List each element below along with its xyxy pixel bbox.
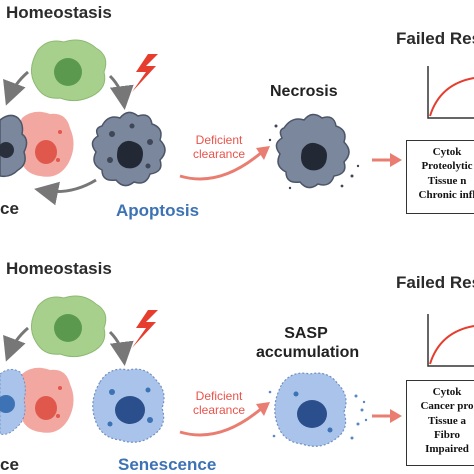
- outcome-line: accumulation: [256, 344, 360, 361]
- clearance-line: clearance: [192, 147, 246, 161]
- effects-box: Cytok Proteolytic Tissue n Chronic infl: [406, 140, 474, 214]
- sasp-accumulation-label: SASP accumulation: [256, 325, 360, 361]
- cycle-arrow-upper-left: [3, 70, 29, 106]
- apoptosis-label: Apoptosis: [116, 201, 200, 220]
- damage-bolt-icon: [132, 54, 158, 92]
- clearance-arrow-2: [179, 406, 263, 437]
- deficient-clearance-label: Deficient clearance: [186, 134, 252, 160]
- clearance-line: clearance: [192, 403, 246, 417]
- clearance-arrow: [179, 150, 263, 181]
- effect-item: Cytok: [432, 386, 462, 398]
- damage-bolt-icon-2: [132, 310, 158, 348]
- homeostasis-label-2: Homeostasis: [6, 259, 112, 278]
- top-panel: [0, 39, 474, 206]
- result-arrow-head: [390, 153, 402, 167]
- left-senescent-cell: [0, 368, 26, 435]
- healthy-cell: [31, 39, 107, 102]
- effect-item: Cytok: [432, 146, 462, 158]
- healthy-cell-2: [31, 295, 107, 358]
- apoptotic-cell: [91, 111, 166, 187]
- effect-item: Tissue a: [427, 414, 466, 427]
- clearance-line: Deficient: [195, 133, 243, 147]
- senescent-cell: [92, 368, 165, 443]
- clearance-arrow-head: [256, 146, 270, 160]
- effect-item: Impaired: [425, 443, 469, 456]
- damaged-cell-2: [16, 367, 74, 433]
- clearance-line: Deficient: [195, 389, 243, 403]
- left-apoptotic-cell: [0, 114, 28, 178]
- clearance-arrow-head-2: [256, 402, 270, 416]
- effect-item: Proteolytic: [421, 160, 473, 173]
- effect-item: Tissue n: [427, 174, 467, 187]
- cycle-arrow-bottom: [34, 178, 97, 206]
- deficient-clearance-label-2: Deficient clearance: [186, 390, 252, 416]
- failed-resolution-graph-2: [427, 314, 474, 367]
- effect-item: Cancer pro: [420, 400, 474, 413]
- failed-resolution-title: Failed Res: [396, 29, 474, 48]
- sasp-cell: [268, 372, 368, 447]
- cropped-state-label: ce: [0, 199, 19, 218]
- cycle-arrow-upper-right-2: [108, 330, 134, 366]
- bottom-panel: [0, 295, 474, 447]
- result-arrow-head-2: [390, 409, 402, 423]
- effect-item: Chronic infl: [418, 188, 474, 201]
- damaged-cell: [16, 111, 74, 177]
- homeostasis-label: Homeostasis: [6, 3, 112, 22]
- failed-resolution-title-2: Failed Res: [396, 273, 474, 292]
- senescence-label: Senescence: [118, 455, 217, 474]
- effect-item: Fibro: [433, 428, 461, 441]
- failed-resolution-graph: [427, 66, 474, 119]
- necrosis-label: Necrosis: [270, 83, 338, 100]
- effects-box-2: Cytok Cancer pro Tissue a Fibro Impaired: [406, 380, 474, 466]
- cycle-arrow-upper-right: [108, 74, 134, 110]
- necrotic-cell: [268, 113, 360, 190]
- cropped-state-label-2: ce: [0, 455, 19, 474]
- outcome-line: SASP: [284, 325, 328, 342]
- cycle-arrow-upper-left-2: [3, 326, 29, 362]
